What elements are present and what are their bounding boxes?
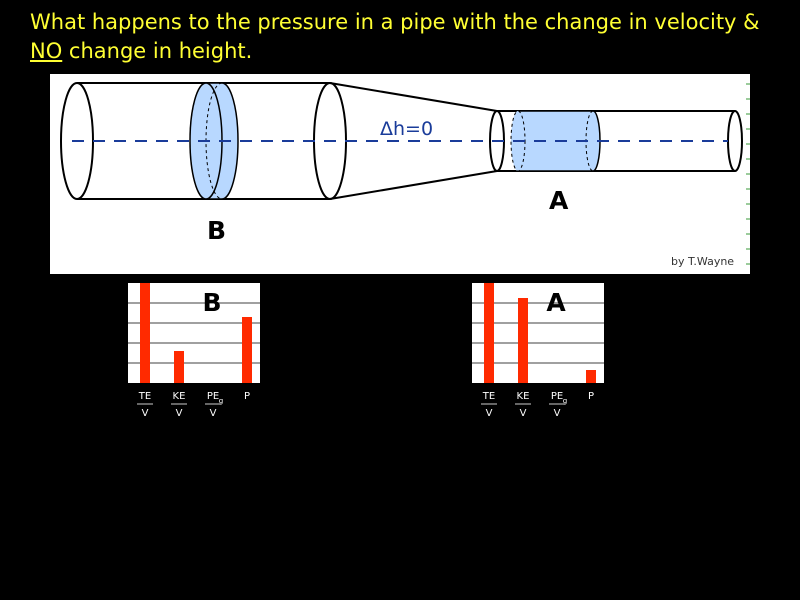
category-bottom: V xyxy=(486,408,493,419)
title-line-1: What happens to the pressure in a pipe w… xyxy=(30,10,760,34)
bar-p xyxy=(242,317,252,383)
title-line-2-rest: change in height. xyxy=(62,39,253,63)
category-label-ke: KE V xyxy=(171,391,187,419)
category-subscript: g xyxy=(563,397,567,405)
delta-h-label: Δh=0 xyxy=(380,118,433,140)
category-top: PE xyxy=(207,391,219,402)
edge-ticks xyxy=(746,83,750,265)
title-no-emphasis: NO xyxy=(30,39,63,63)
point-b-label: B xyxy=(207,216,226,245)
pipe-drawing: Δh=0 B A by T.Wayne xyxy=(60,82,750,268)
category-label-p: P xyxy=(244,391,250,402)
title-line-2: NO change in height. xyxy=(30,37,790,66)
category-bottom: V xyxy=(210,408,217,419)
category-top: KE xyxy=(173,391,186,402)
pipe-diagram: Δh=0 B A by T.Wayne xyxy=(50,74,750,274)
category-bottom: V xyxy=(142,408,149,419)
tapering-section xyxy=(329,82,498,200)
bar-ke xyxy=(174,351,184,383)
bar-te xyxy=(140,283,150,383)
category-label-p: P xyxy=(588,391,594,402)
category-label-te: TE V xyxy=(137,391,153,419)
point-a-label: A xyxy=(549,186,569,215)
credit-text: by T.Wayne xyxy=(671,255,734,268)
category-top: TE xyxy=(138,391,151,402)
slide-title: What happens to the pressure in a pipe w… xyxy=(30,8,790,66)
category-label-te: TE V xyxy=(481,391,497,419)
category-bottom: V xyxy=(520,408,527,419)
category-top: P xyxy=(244,391,250,402)
category-top: KE xyxy=(517,391,530,402)
category-top: TE xyxy=(482,391,495,402)
category-subscript: g xyxy=(219,397,223,405)
chart-title: A xyxy=(546,288,566,317)
bar-te xyxy=(484,283,494,383)
category-bottom: V xyxy=(176,408,183,419)
category-bottom: V xyxy=(554,408,561,419)
chart-title: B xyxy=(202,288,221,317)
category-top: P xyxy=(588,391,594,402)
bar-p xyxy=(586,370,596,383)
bar-ke xyxy=(518,298,528,383)
category-top: PE xyxy=(551,391,563,402)
category-label-ke: KE V xyxy=(515,391,531,419)
